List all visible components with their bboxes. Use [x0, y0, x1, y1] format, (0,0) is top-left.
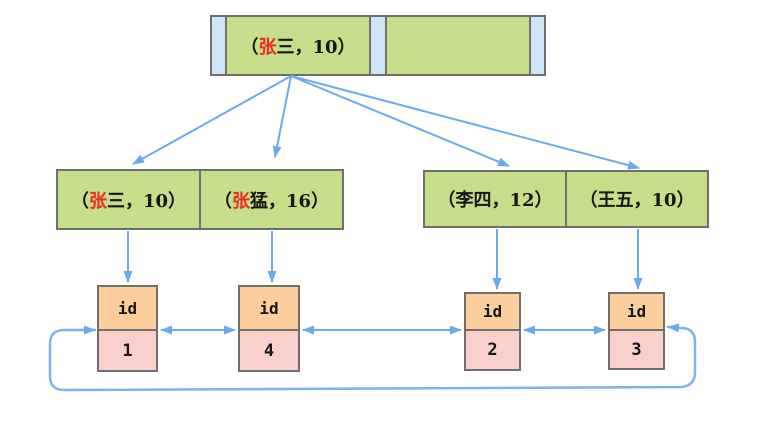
internal-key-zhangmeng: （张猛，16）: [199, 169, 344, 230]
leaf-2-header: id: [464, 292, 521, 331]
internal-node-group-left: （张三，10） （张猛，16）: [56, 169, 344, 230]
internal-key-lisi: （李四，12）: [423, 170, 567, 228]
arrow-root-to-internal-1: [132, 75, 292, 165]
root-pointer-cell-3: [529, 15, 546, 76]
leaf-node-2: id 2: [464, 292, 521, 371]
leaf-4-value: 4: [238, 329, 300, 372]
internal-node-group-right: （李四，12） （王五，10）: [423, 170, 709, 228]
internal-key-0-prefix: （: [70, 190, 89, 212]
arrow-root-to-internal-4: [290, 75, 640, 170]
internal-key-1-highlight: 张: [231, 190, 250, 212]
leaf-node-4: id 4: [238, 285, 300, 372]
root-key1-rest: 三，10）: [276, 36, 356, 58]
internal-key-0-highlight: 张: [88, 190, 107, 212]
internal-key-2-prefix: （李四，12）: [437, 190, 553, 211]
internal-key-3-prefix: （王五，10）: [579, 190, 695, 211]
leaf-3-value: 3: [608, 329, 665, 370]
leaf-2-value: 2: [464, 329, 521, 371]
leaf-1-value: 1: [97, 329, 158, 372]
internal-key-0-rest: 三，10）: [106, 190, 187, 212]
root-key-cell-2: [385, 15, 531, 76]
arrow-root-to-internal-2: [272, 75, 292, 158]
leaf-node-3: id 3: [608, 292, 665, 370]
internal-key-1-rest: 猛，16）: [249, 190, 330, 212]
root-key1-highlight: 张: [258, 36, 277, 58]
root-key-cell-1: （张三，10）: [225, 15, 371, 76]
arrow-root-to-internal-3: [290, 75, 510, 167]
internal-key-1-prefix: （: [213, 190, 232, 212]
root-node: （张三，10）: [210, 15, 546, 76]
leaf-4-header: id: [238, 285, 300, 331]
leaf-3-header: id: [608, 292, 665, 331]
internal-key-zhangsan: （张三，10）: [56, 169, 201, 230]
root-key1-prefix: （: [240, 36, 259, 58]
internal-key-wangwu: （王五，10）: [565, 170, 709, 228]
leaf-node-1: id 1: [97, 285, 158, 372]
leaf-1-header: id: [97, 285, 158, 331]
